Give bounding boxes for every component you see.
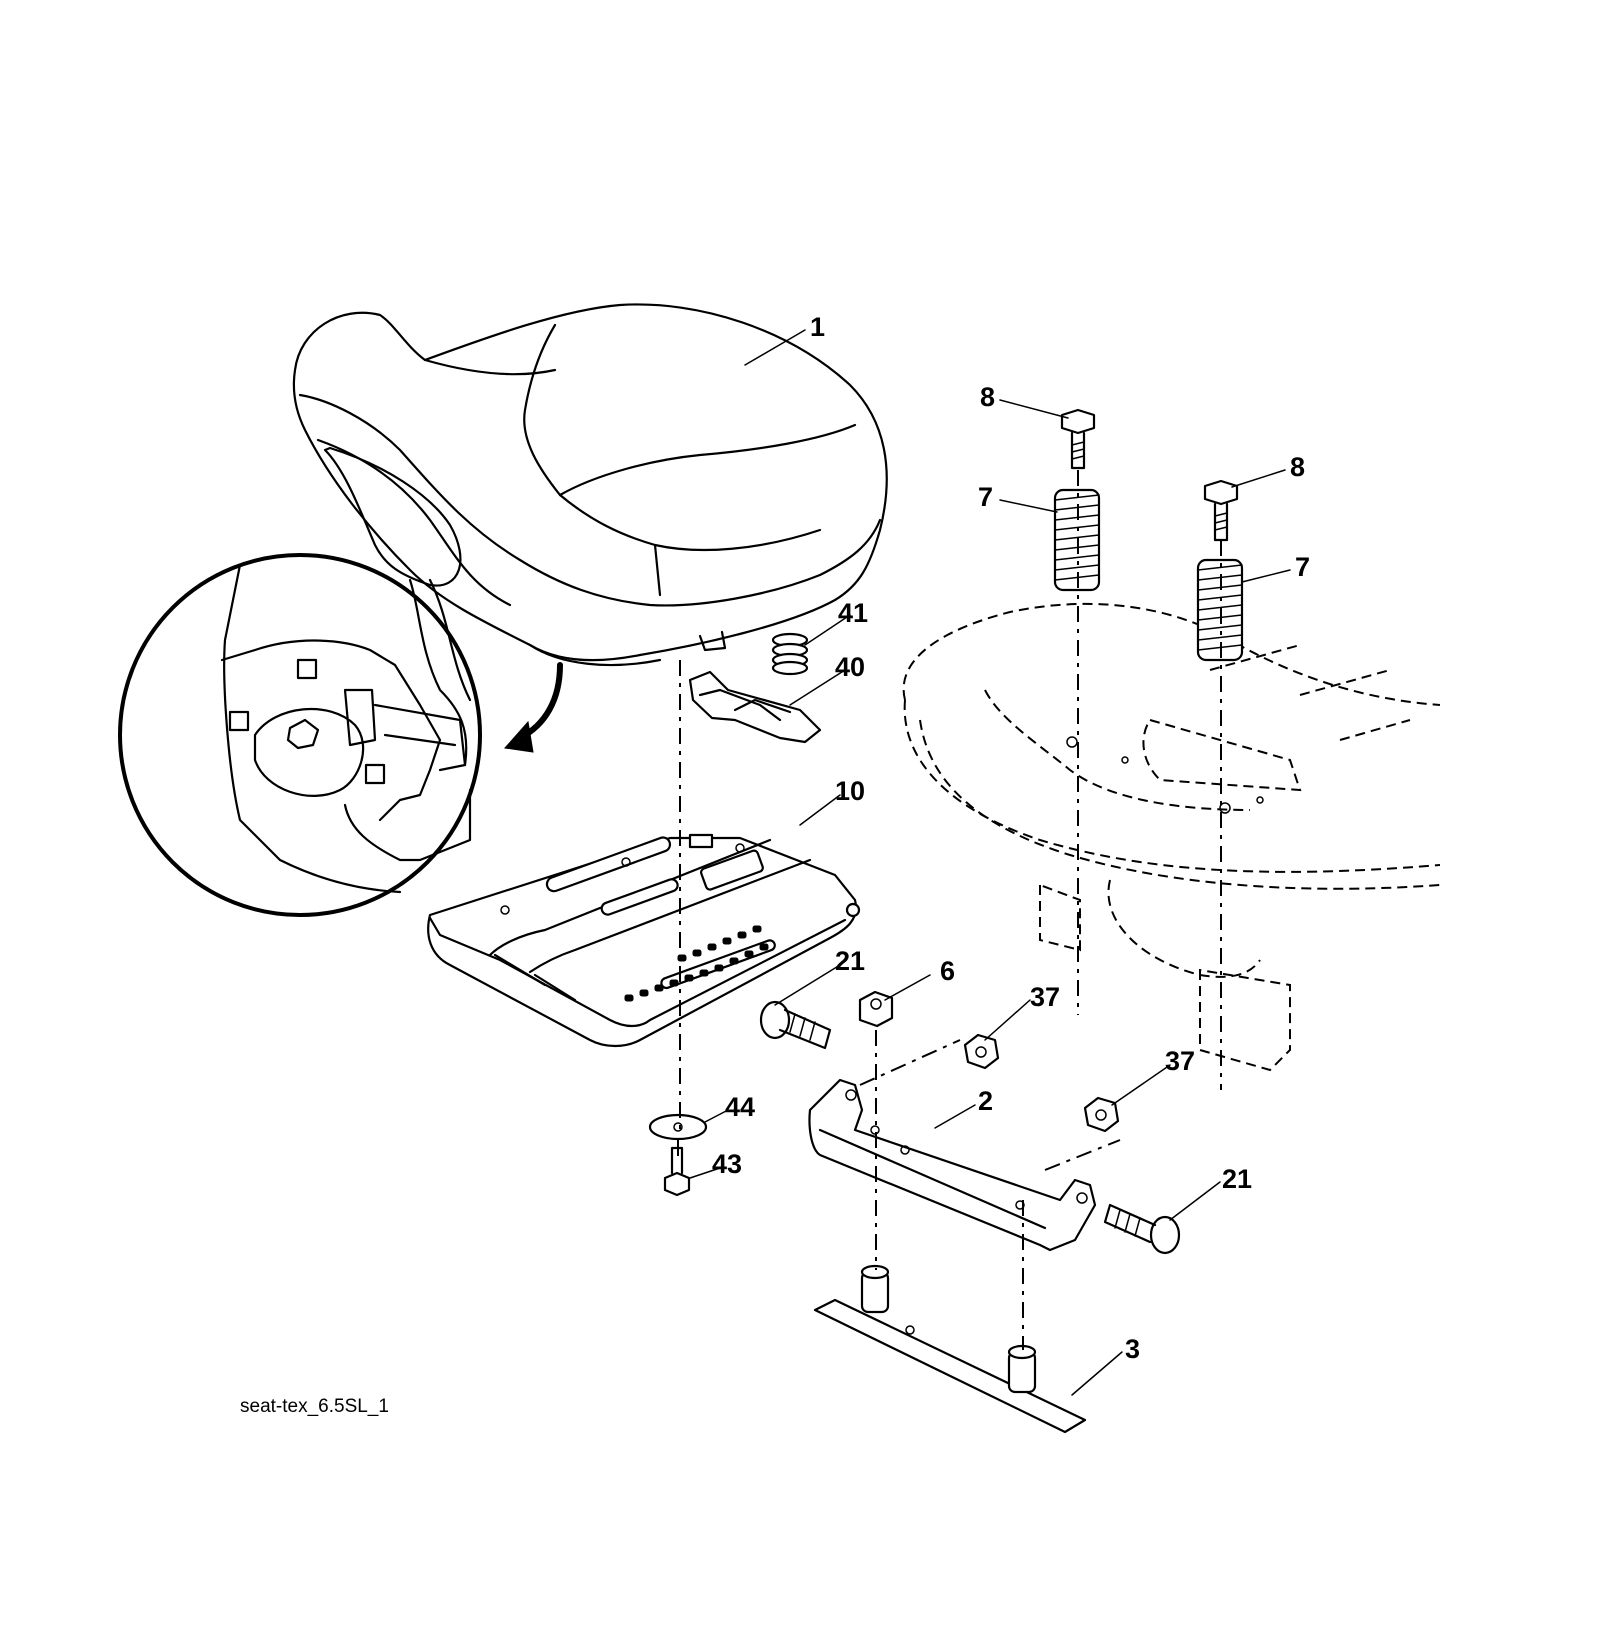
- bolt-left: [1060, 408, 1096, 470]
- callout-spring-right: 7: [1295, 552, 1310, 582]
- callout-bolt-right: 8: [1290, 452, 1305, 482]
- callout-seat-plate: 10: [835, 776, 865, 806]
- lock-nut-upper: [963, 1033, 1000, 1070]
- callout-washer: 44: [725, 1092, 755, 1122]
- leader-lines: [689, 329, 1291, 1396]
- callout-lock-nut-lower: 37: [1165, 1046, 1195, 1076]
- hinge-bracket: [808, 1078, 1097, 1252]
- lock-nut-lower: [1083, 1096, 1120, 1133]
- spacer-nut: [858, 990, 894, 1028]
- callout-mounting-plate: 3: [1125, 1334, 1140, 1364]
- seat: [292, 303, 888, 667]
- callout-shoulder-bolt-left: 21: [835, 946, 865, 976]
- fender-chassis-phantom: [902, 602, 1441, 1072]
- callout-spring-left: 7: [978, 482, 993, 512]
- mounting-plate: [813, 1264, 1087, 1434]
- callout-latch-spring: 41: [838, 598, 868, 628]
- callouts: 1 8 8 7 7 41 40 10 21 6 37 37 2 21 44 43…: [712, 312, 1310, 1364]
- diagram-id-label: seat-tex_6.5SL_1: [240, 1396, 389, 1417]
- callout-spacer-nut: 6: [940, 956, 955, 986]
- adjustment-slots: [624, 925, 769, 1002]
- seat-latch: [688, 670, 822, 744]
- callout-screw: 43: [712, 1149, 742, 1179]
- callout-shoulder-bolt-right: 21: [1222, 1164, 1252, 1194]
- latch-spring: [771, 632, 809, 676]
- callout-lock-nut-upper: 37: [1030, 982, 1060, 1012]
- shoulder-bolt-right: [1103, 1203, 1181, 1255]
- callout-seat: 1: [810, 312, 825, 342]
- callout-bolt-left: 8: [980, 382, 995, 412]
- washer: [648, 1113, 708, 1141]
- assembly-lines: [677, 470, 1222, 1350]
- detail-inset-circle: [118, 553, 563, 917]
- callout-latch: 40: [835, 652, 865, 682]
- callout-hinge-bracket: 2: [978, 1086, 993, 1116]
- shoulder-bolt-left: [759, 1000, 832, 1050]
- seat-plate: [427, 833, 861, 1048]
- bolt-right: [1203, 479, 1239, 542]
